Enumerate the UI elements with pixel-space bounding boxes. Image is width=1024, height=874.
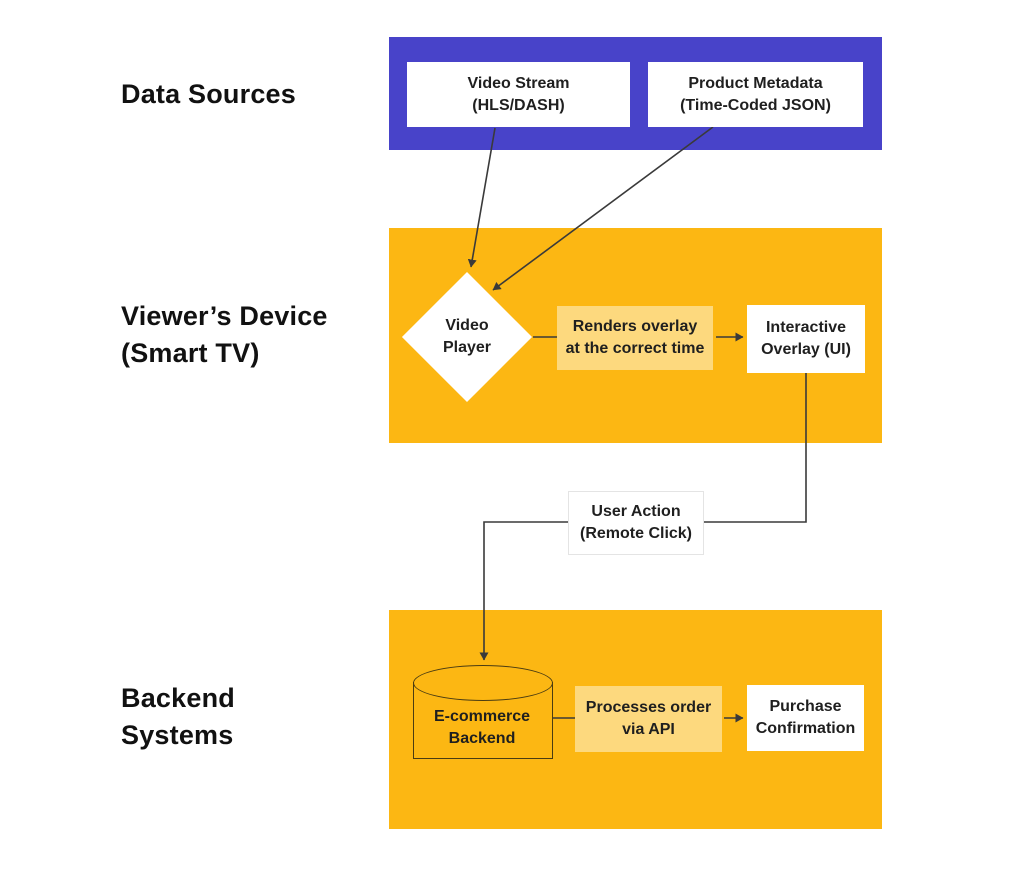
node-video-player: Video Player — [442, 317, 492, 356]
database-cylinder-body — [413, 682, 553, 759]
node-processes-order: Processes order via API — [575, 686, 722, 752]
node-video-stream: Video Stream (HLS/DASH) — [407, 62, 630, 127]
node-product-metadata: Product Metadata (Time-Coded JSON) — [648, 62, 863, 127]
label-viewers-device: Viewer’s Device (Smart TV) — [121, 301, 328, 368]
database-cylinder-top — [413, 665, 553, 701]
node-ecommerce-backend: E-commerce Backend — [433, 708, 531, 747]
node-interactive-overlay: Interactive Overlay (UI) — [747, 305, 865, 373]
label-data-sources: Data Sources — [121, 79, 296, 109]
node-purchase-confirmation: Purchase Confirmation — [747, 685, 864, 751]
label-backend-systems: Backend Systems — [121, 683, 235, 750]
node-renders-overlay: Renders overlay at the correct time — [557, 306, 713, 370]
node-user-action: User Action (Remote Click) — [568, 491, 704, 555]
